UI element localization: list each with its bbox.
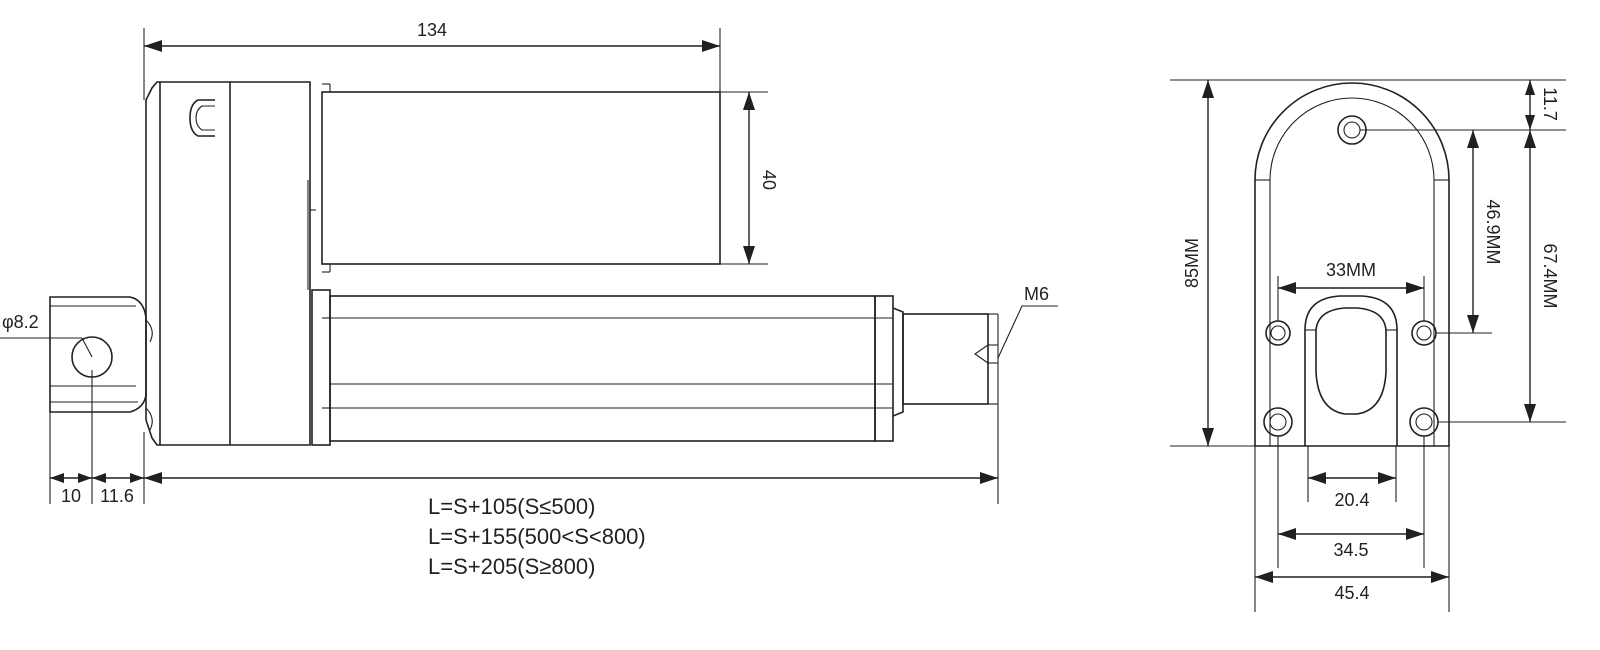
dim-85-label: 85MM: [1182, 238, 1202, 288]
dim-33-label: 33MM: [1326, 260, 1376, 280]
side-view: 134 40 φ8.2: [0, 20, 1058, 579]
hole-diameter-label: φ8.2: [2, 312, 39, 332]
mid-right-hole: [1411, 320, 1437, 346]
center-tube: [1304, 295, 1398, 446]
dim-11-6-label: 11.6: [100, 486, 134, 506]
dim-34-5-label: 34.5: [1333, 540, 1368, 560]
end-plate-outline: [1254, 82, 1450, 447]
dim-67-4-label: 67.4MM: [1540, 243, 1560, 308]
dim-overall-length: 134: [143, 20, 721, 100]
length-formulas: L=S+105(S≤500) L=S+155(500<S<800) L=S+20…: [428, 494, 646, 579]
inner-rod: [892, 307, 999, 417]
bottom-left-hole: [1263, 407, 1293, 437]
formula-3: L=S+205(S≥800): [428, 554, 595, 579]
dim-40-label: 40: [759, 170, 779, 190]
thread-label: M6: [1024, 284, 1049, 304]
dim-45-4-label: 45.4: [1334, 583, 1369, 603]
rear-clevis: [49, 296, 153, 431]
formula-2: L=S+155(500<S<800): [428, 524, 646, 549]
motor-body: [321, 83, 721, 273]
dim-total-width: 45.4: [1254, 446, 1450, 612]
gearbox-housing: [145, 81, 316, 446]
dim-20-4-label: 20.4: [1334, 490, 1369, 510]
dim-vertical-span: 67.4MM: [1438, 130, 1566, 423]
dim-top-offset: 11.7: [1352, 79, 1566, 131]
end-view: 85MM 11.7 67.4MM 46.9MM: [1170, 79, 1566, 612]
dim-bottom: 10 11.6: [49, 370, 999, 506]
dim-134-label: 134: [417, 20, 447, 40]
dim-motor-diameter: 40: [720, 91, 779, 265]
dim-bottom-hole-spacing: 34.5: [1277, 436, 1425, 568]
outer-tube: [311, 289, 894, 446]
dim-10-label: 10: [61, 486, 81, 506]
dim-11-7-label: 11.7: [1540, 87, 1560, 121]
dim-horizontal-spacing: 33MM: [1277, 260, 1425, 321]
formula-1: L=S+105(S≤500): [428, 494, 595, 519]
hole-leader: φ8.2: [0, 312, 93, 358]
gearbox-tab: [189, 99, 215, 137]
dim-vertical-spacing: 46.9MM: [1436, 130, 1503, 334]
thread-leader: M6: [997, 284, 1058, 359]
dim-height: 85MM: [1170, 79, 1352, 447]
dim-46-9-label: 46.9MM: [1483, 199, 1503, 264]
dim-center-width: 20.4: [1307, 446, 1397, 510]
